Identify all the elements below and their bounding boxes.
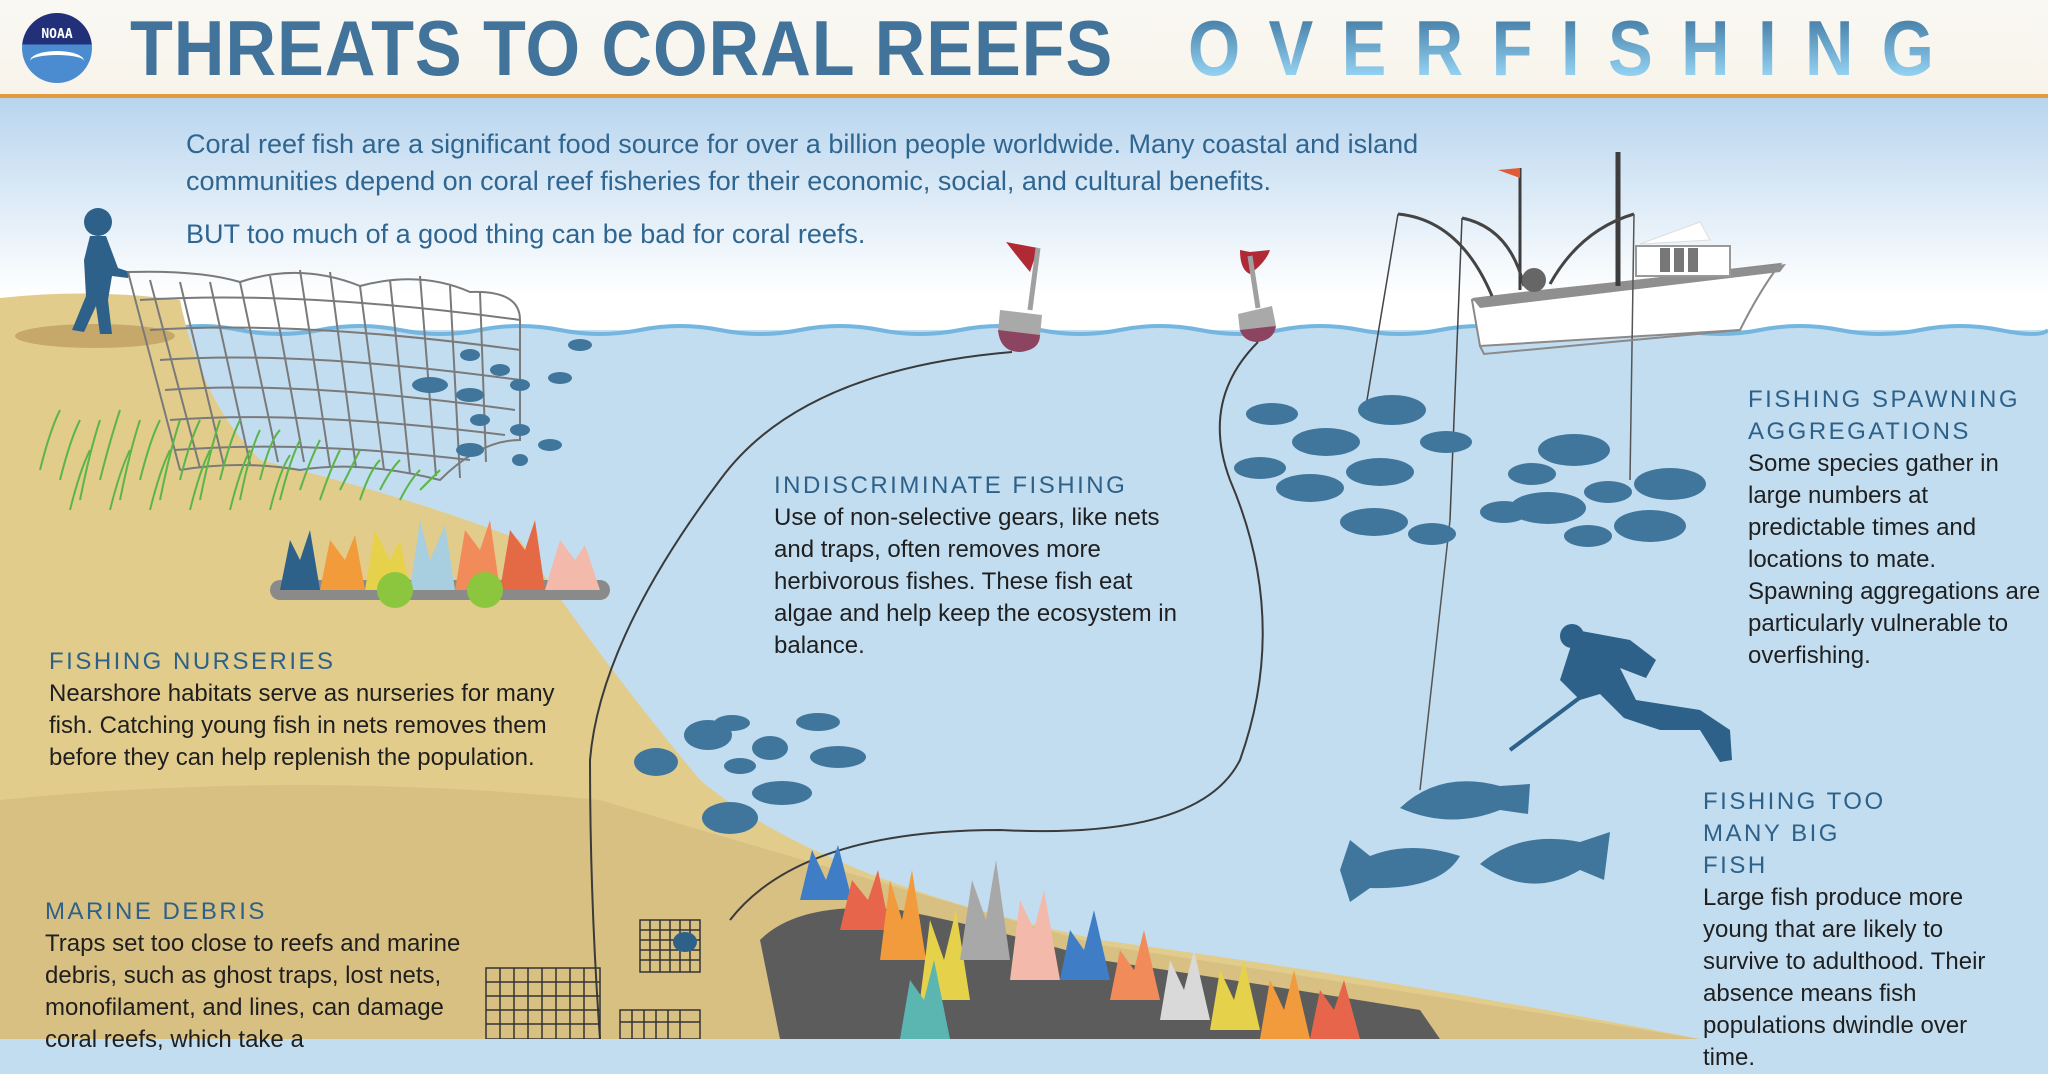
fishing-net	[127, 269, 521, 482]
section-heading: INDISCRIMINATE FISHING	[774, 472, 1128, 499]
section-heading: FISHING TOO MANY BIG FISH	[1703, 788, 1886, 879]
poster-header: NOAA THREATS TO CORAL REEFS OVERFISHING	[0, 0, 2048, 98]
poster-title: THREATS TO CORAL REEFS	[130, 4, 1114, 92]
ocean-scene-illustration	[0, 152, 2048, 1039]
section-body: Traps set too close to reefs and marine …	[45, 930, 461, 1053]
section-heading: FISHING SPAWNING AGGREGATIONS	[1748, 386, 2021, 445]
trap-line-left	[588, 351, 1013, 1039]
section-body: Some species gather in large numbers at …	[1748, 450, 2041, 669]
section-heading: FISHING NURSERIES	[49, 648, 336, 675]
buoy-left	[998, 242, 1042, 352]
trap-line-right	[729, 341, 1264, 921]
section-marine-debris: MARINE DEBRIS Traps set too close to ree…	[45, 896, 465, 1056]
juvenile-fish-school	[412, 339, 592, 466]
noaa-logo-text: NOAA	[41, 27, 73, 42]
seagrass	[39, 409, 441, 511]
large-fish	[1340, 781, 1610, 902]
section-body: Large fish produce more young that are l…	[1703, 884, 1986, 1071]
section-fishing-nurseries: FISHING NURSERIES Nearshore habitats ser…	[49, 646, 569, 774]
seagull-icon	[30, 51, 84, 71]
section-body: Nearshore habitats serve as nurseries fo…	[49, 680, 555, 771]
intro-warning: BUT too much of a good thing can be bad …	[186, 219, 866, 249]
fishing-boat	[1365, 152, 1786, 791]
water-surface-line	[169, 324, 2048, 336]
intro-text: Coral reef fish are a significant food s…	[186, 126, 1486, 253]
section-spawning-aggregations: FISHING SPAWNING AGGREGATIONS Some speci…	[1748, 384, 2048, 672]
section-indiscriminate-fishing: INDISCRIMINATE FISHING Use of non-select…	[774, 470, 1184, 662]
section-heading: MARINE DEBRIS	[45, 898, 267, 925]
coral-cluster-upper	[270, 520, 610, 608]
poster-subtitle: OVERFISHING	[1188, 4, 1963, 92]
coral-reef-lower	[760, 845, 1440, 1039]
spawning-fish-aggregation	[1234, 395, 1706, 547]
fisherman-figure	[72, 208, 130, 334]
section-body: Use of non-selective gears, like nets an…	[774, 504, 1177, 659]
buoy-right	[1238, 250, 1276, 342]
noaa-logo: NOAA	[22, 13, 92, 83]
spearfishing-diver	[1508, 624, 1732, 762]
intro-paragraph: Coral reef fish are a significant food s…	[186, 129, 1419, 196]
fish-traps	[485, 919, 701, 1039]
herbivorous-fish-school	[634, 713, 866, 834]
section-big-fish: FISHING TOO MANY BIG FISH Large fish pro…	[1703, 786, 2023, 1074]
